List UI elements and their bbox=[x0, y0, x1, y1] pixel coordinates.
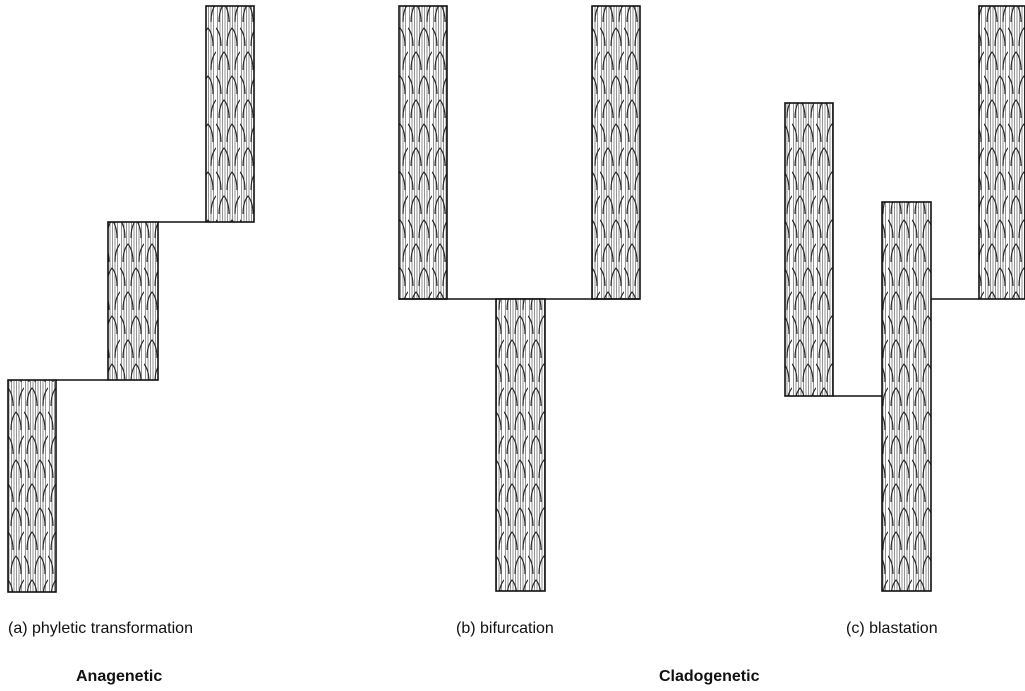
lineage-bud-left bbox=[784, 102, 834, 397]
lineage-ancestor bbox=[495, 298, 546, 592]
lineage-daughter-left bbox=[398, 5, 448, 300]
caption-blastation: (c) blastation bbox=[846, 620, 938, 637]
lineage-segment-upper bbox=[205, 5, 255, 223]
panel-bifurcation bbox=[398, 5, 641, 592]
panel-phyletic-transformation bbox=[7, 5, 255, 593]
panel-blastation bbox=[784, 5, 1025, 592]
lineage-segment-lower bbox=[7, 379, 57, 593]
group-label-anagenetic: Anagenetic bbox=[76, 668, 163, 685]
lineage-daughter-right bbox=[591, 5, 641, 300]
caption-bifurcation: (b) bifurcation bbox=[456, 620, 554, 637]
lineage-main bbox=[881, 201, 932, 592]
group-label-cladogenetic: Cladogenetic bbox=[659, 668, 760, 685]
caption-phyletic-transformation: (a) phyletic transformation bbox=[8, 620, 193, 637]
lineage-segment-middle bbox=[107, 221, 159, 381]
lineage-bud-right bbox=[978, 5, 1025, 300]
